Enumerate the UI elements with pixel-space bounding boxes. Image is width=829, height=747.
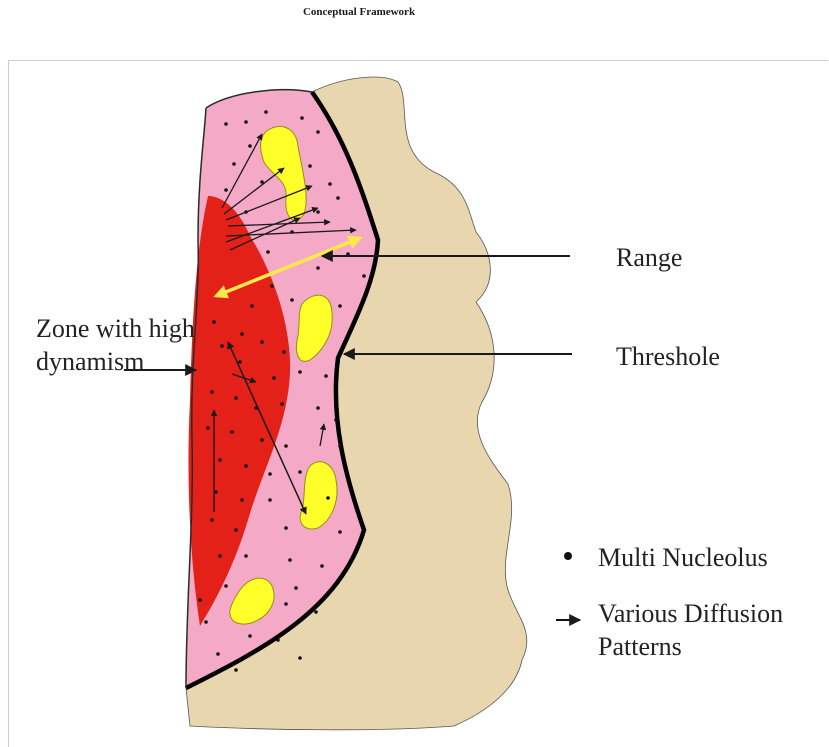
- nucleolus-dot: [282, 350, 286, 354]
- range-label: Range: [616, 242, 682, 274]
- nucleolus-dot: [214, 490, 218, 494]
- nucleolus-dot: [338, 530, 342, 534]
- nucleolus-dot: [288, 558, 292, 562]
- nucleolus-dot: [316, 210, 320, 214]
- nucleolus-dot: [294, 586, 298, 590]
- nucleolus-dot: [244, 464, 248, 468]
- nucleolus-dot: [338, 304, 342, 308]
- nucleolus-dot: [210, 390, 214, 394]
- nucleolus-dot: [268, 472, 272, 476]
- nucleolus-dot: [314, 610, 318, 614]
- nucleolus-dot: [224, 584, 228, 588]
- nucleolus-dot: [298, 470, 302, 474]
- nucleolus-dot: [206, 426, 210, 430]
- nucleolus-dot: [316, 406, 320, 410]
- nucleolus-dot: [218, 458, 222, 462]
- nucleolus-dot: [328, 182, 332, 186]
- nucleolus-dot: [234, 668, 238, 672]
- nucleolus-dot: [220, 344, 224, 348]
- nucleolus-dot: [298, 656, 302, 660]
- nucleolus-dot: [284, 602, 288, 606]
- nucleolus-dot: [338, 444, 342, 448]
- nucleolus-dot: [300, 116, 304, 120]
- nucleolus-dot: [270, 284, 274, 288]
- nucleolus-dot: [362, 274, 366, 278]
- nucleolus-dot: [212, 320, 216, 324]
- nucleolus-dot: [244, 554, 248, 558]
- nucleolus-dot: [316, 130, 320, 134]
- nucleolus-dot: [290, 298, 294, 302]
- nucleolus-dot: [238, 360, 242, 364]
- nucleolus-dot: [216, 652, 220, 656]
- nucleolus-dot: [308, 164, 312, 168]
- nucleolus-dot: [224, 122, 228, 126]
- nucleolus-dot: [232, 162, 236, 166]
- nucleolus-dot: [276, 638, 280, 642]
- nucleolus-dot: [234, 528, 238, 532]
- nucleolus-dot: [260, 438, 264, 442]
- nucleolus-dot: [210, 518, 214, 522]
- legend-multi-nucleolus-label: Multi Nucleolus: [598, 542, 768, 574]
- nucleolus-dot: [272, 376, 276, 380]
- nucleolus-dot: [204, 620, 208, 624]
- threshold-label: Threshole: [616, 341, 720, 373]
- nucleolus-dot: [326, 496, 330, 500]
- nucleolus-dot: [224, 188, 228, 192]
- nucleolus-dot: [320, 564, 324, 568]
- nucleolus-dot: [218, 554, 222, 558]
- nucleolus-dot: [240, 498, 244, 502]
- nucleolus-dot: [298, 370, 302, 374]
- nucleolus-dot: [250, 304, 254, 308]
- zone-high-dynamism-label: Zone with high dynamism: [36, 312, 206, 379]
- nucleolus-dot: [336, 196, 340, 200]
- nucleolus-dot: [280, 402, 284, 406]
- nucleolus-dot: [266, 250, 270, 254]
- legend-diffusion-label: Various Diffusion Patterns: [598, 598, 828, 663]
- legend-dot-icon: [564, 552, 572, 560]
- nucleolus-dot: [260, 340, 264, 344]
- nucleolus-dot: [198, 598, 202, 602]
- nucleolus-dot: [316, 266, 320, 270]
- nucleolus-dot: [264, 110, 268, 114]
- nucleolus-dot: [284, 526, 288, 530]
- nucleolus-dot: [334, 418, 338, 422]
- nucleolus-dot: [240, 332, 244, 336]
- nucleolus-dot: [324, 374, 328, 378]
- nucleolus-dot: [230, 430, 234, 434]
- nucleolus-dot: [248, 634, 252, 638]
- nucleolus-dot: [244, 120, 248, 124]
- nucleolus-dot: [268, 498, 272, 502]
- nucleolus-dot: [234, 396, 238, 400]
- nucleolus-dot: [284, 444, 288, 448]
- nucleolus-dot: [248, 144, 252, 148]
